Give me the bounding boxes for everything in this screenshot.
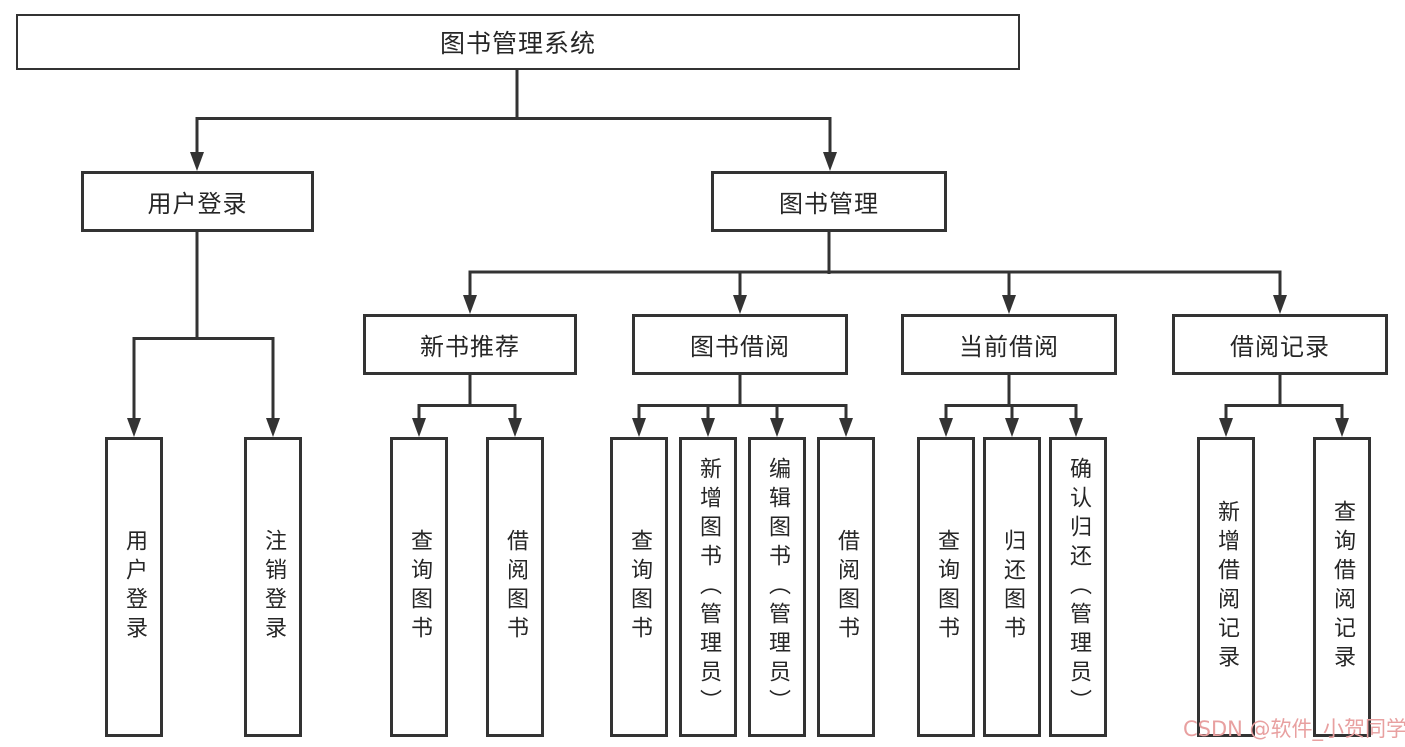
arrowhead-icon — [839, 418, 853, 437]
node-book-borrow: 图书借阅 — [632, 314, 848, 375]
arrowhead-icon — [1069, 418, 1083, 437]
leaf-logout: 注销登录 — [244, 437, 302, 737]
node-label: 确认归还（管理员） — [1066, 456, 1091, 718]
node-current-borrow: 当前借阅 — [901, 314, 1117, 375]
node-label: 新书推荐 — [420, 333, 520, 361]
leaf-edit-book-admin: 编辑图书（管理员） — [748, 437, 806, 737]
node-label: 借阅图书 — [834, 529, 859, 645]
leaf-query-books-borrow: 查询图书 — [610, 437, 668, 737]
leaf-add-borrow-record: 新增借阅记录 — [1197, 437, 1255, 737]
node-label: 查询图书 — [407, 529, 432, 645]
leaf-confirm-return-admin: 确认归还（管理员） — [1049, 437, 1107, 737]
arrowhead-icon — [1273, 295, 1287, 314]
leaf-add-book-admin: 新增图书（管理员） — [679, 437, 737, 737]
arrowhead-icon — [508, 418, 522, 437]
arrowhead-icon — [770, 418, 784, 437]
node-label: 用户登录 — [122, 529, 147, 645]
leaf-query-books-current: 查询图书 — [917, 437, 975, 737]
node-user-login: 用户登录 — [81, 171, 314, 232]
node-label: 注销登录 — [261, 529, 286, 645]
node-label: 当前借阅 — [959, 333, 1059, 361]
csdn-watermark: CSDN @软件_小贺同学 — [1183, 717, 1405, 741]
arrowhead-icon — [632, 418, 646, 437]
arrowhead-icon — [190, 152, 204, 171]
connector-line — [637, 404, 848, 420]
arrowhead-icon — [463, 295, 477, 314]
leaf-user-login: 用户登录 — [105, 437, 163, 737]
leaf-borrow-books: 借阅图书 — [817, 437, 875, 737]
leaf-borrow-books-recommend: 借阅图书 — [486, 437, 544, 737]
node-label: 新增图书（管理员） — [696, 456, 721, 718]
node-label: 借阅图书 — [503, 529, 528, 645]
node-label: 图书管理系统 — [439, 29, 596, 58]
arrowhead-icon — [939, 418, 953, 437]
node-library-management-system: 图书管理系统 — [16, 14, 1020, 70]
node-label: 查询图书 — [627, 529, 652, 645]
arrowhead-icon — [823, 152, 837, 171]
node-label: 图书管理 — [779, 190, 879, 218]
leaf-return-books: 归还图书 — [983, 437, 1041, 737]
connector-line — [132, 337, 275, 420]
leaf-query-borrow-record: 查询借阅记录 — [1313, 437, 1371, 737]
arrowhead-icon — [1335, 418, 1349, 437]
arrowhead-icon — [1005, 418, 1019, 437]
arrowhead-icon — [266, 418, 280, 437]
connector-line — [468, 270, 1282, 298]
arrowhead-icon — [701, 418, 715, 437]
node-label: 用户登录 — [147, 190, 248, 218]
node-label: 查询图书 — [934, 529, 959, 645]
node-label: 归还图书 — [1000, 529, 1025, 645]
node-new-book-recommend: 新书推荐 — [363, 314, 577, 375]
node-label: 查询借阅记录 — [1330, 500, 1355, 674]
arrowhead-icon — [733, 295, 747, 314]
node-label: 新增借阅记录 — [1214, 500, 1239, 674]
arrowhead-icon — [1219, 418, 1233, 437]
connector-line — [1224, 404, 1344, 420]
node-label: 图书借阅 — [690, 333, 790, 361]
arrowhead-icon — [127, 418, 141, 437]
node-book-management: 图书管理 — [711, 171, 947, 232]
connector-line — [195, 117, 832, 154]
node-borrow-records: 借阅记录 — [1172, 314, 1388, 375]
node-label: 编辑图书（管理员） — [765, 456, 790, 718]
connector-line — [417, 404, 517, 420]
connector-line — [944, 404, 1078, 420]
leaf-query-books-recommend: 查询图书 — [390, 437, 448, 737]
arrowhead-icon — [412, 418, 426, 437]
node-label: 借阅记录 — [1230, 333, 1330, 361]
arrowhead-icon — [1002, 295, 1016, 314]
